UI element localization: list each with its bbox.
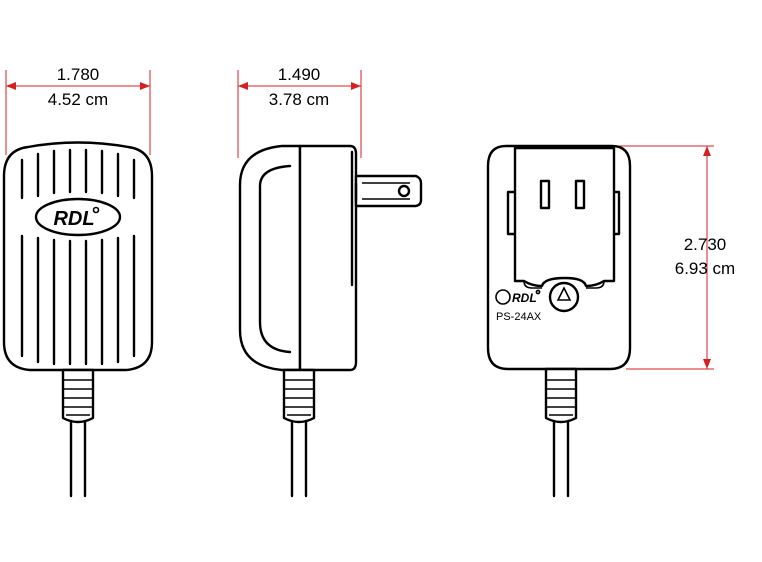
side-depth-centimeters: 3.78 cm [269,90,329,109]
back-prong-slot-left [539,179,551,210]
side-strain-relief [282,368,316,424]
side-front-plate [298,144,358,372]
front-body [2,141,154,372]
back-height-centimeters: 6.93 cm [675,259,735,278]
front-ribs-top [20,148,136,200]
front-view: 1.780 4.52 cm RDL [2,65,154,498]
front-logo-oval [34,197,122,237]
side-view: 1.490 3.78 cm [237,65,423,498]
back-model-label: PS-24AX [496,311,542,323]
front-width-dimension: 1.780 4.52 cm [5,65,151,155]
side-depth-dimension: 1.490 3.78 cm [237,65,362,158]
back-height-inches: 2.730 [684,235,727,254]
back-view: 2.730 6.93 cm RDL PS-24AX [486,144,735,498]
side-cable [290,419,308,498]
front-logo-registered-mark [92,206,100,214]
side-depth-inches: 1.490 [278,65,321,84]
front-width-inches: 1.780 [57,65,100,84]
side-rear-shell [238,144,302,372]
side-inner-contour [258,164,292,354]
side-plug-prong [354,174,423,208]
back-release-arrow-icon [556,286,572,301]
front-ribs-bottom [20,234,136,366]
back-logo-text: RDL [512,291,537,305]
front-logo-text: RDL [53,208,94,230]
back-release-button [548,281,580,313]
front-cable [69,419,87,498]
front-strain-relief [61,368,95,424]
back-logo-circle [495,289,511,305]
back-cable [552,419,570,498]
front-width-centimeters: 4.52 cm [48,90,108,109]
back-plug-plate [513,146,616,288]
back-logo-registered-mark [535,289,541,295]
back-strain-relief [544,367,578,424]
back-prong-slot-right [574,179,586,210]
